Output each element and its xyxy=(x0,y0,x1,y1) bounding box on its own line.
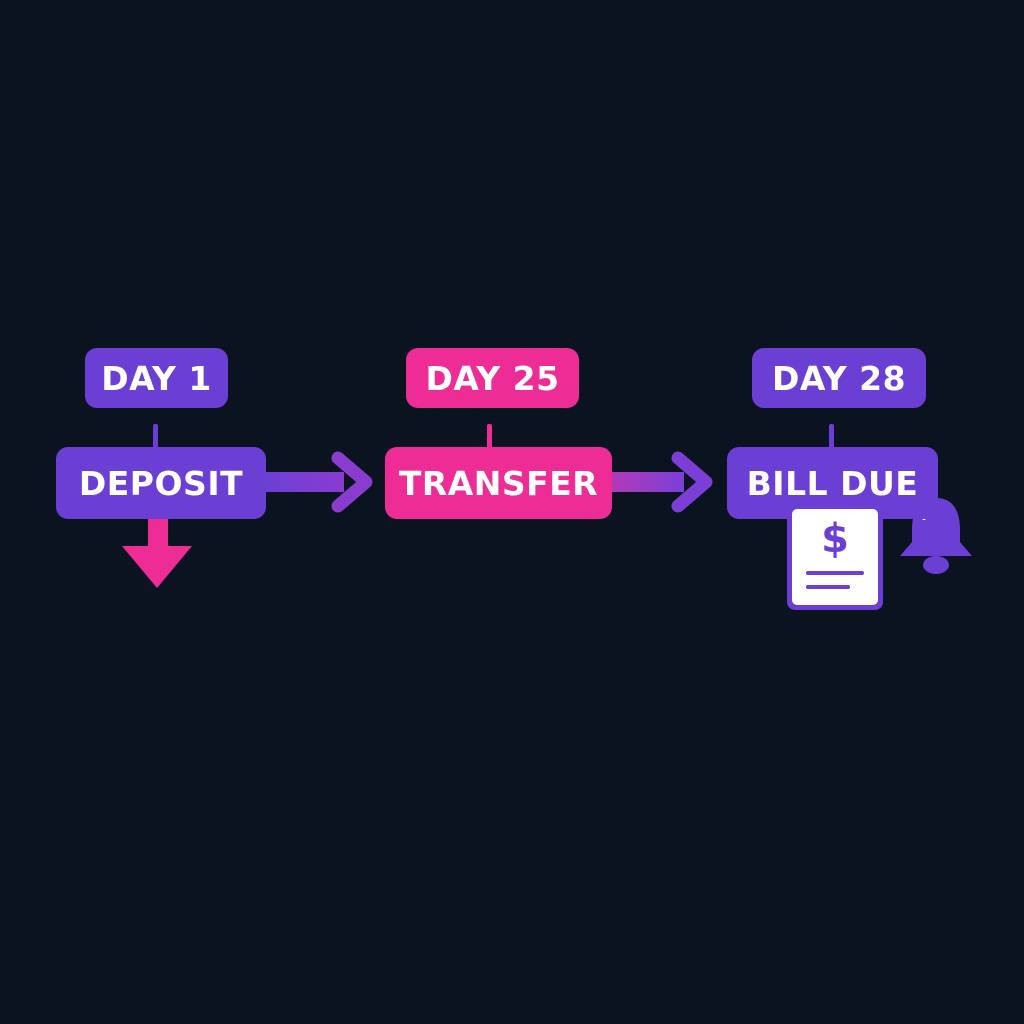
day-28-badge: DAY 28 xyxy=(752,348,926,408)
connector-arrow-deposit-transfer xyxy=(262,451,373,513)
dollar-icon: $ xyxy=(821,516,849,562)
receipt-line xyxy=(806,585,850,589)
day-25-stem xyxy=(487,424,492,448)
down-arrow-icon xyxy=(122,514,192,588)
receipt-icon: $ xyxy=(787,504,883,610)
transfer-step: TRANSFER xyxy=(385,447,612,519)
deposit-step: DEPOSIT xyxy=(56,447,266,519)
receipt-paper: $ xyxy=(792,509,878,605)
bill-due-step: BILL DUE xyxy=(727,447,938,519)
day-25-badge: DAY 25 xyxy=(406,348,579,408)
day-1-badge: DAY 1 xyxy=(85,348,228,408)
connector-arrow-transfer-billdue xyxy=(608,451,713,513)
receipt-line xyxy=(806,571,864,575)
day-1-stem xyxy=(153,424,158,448)
day-28-stem xyxy=(829,424,834,448)
